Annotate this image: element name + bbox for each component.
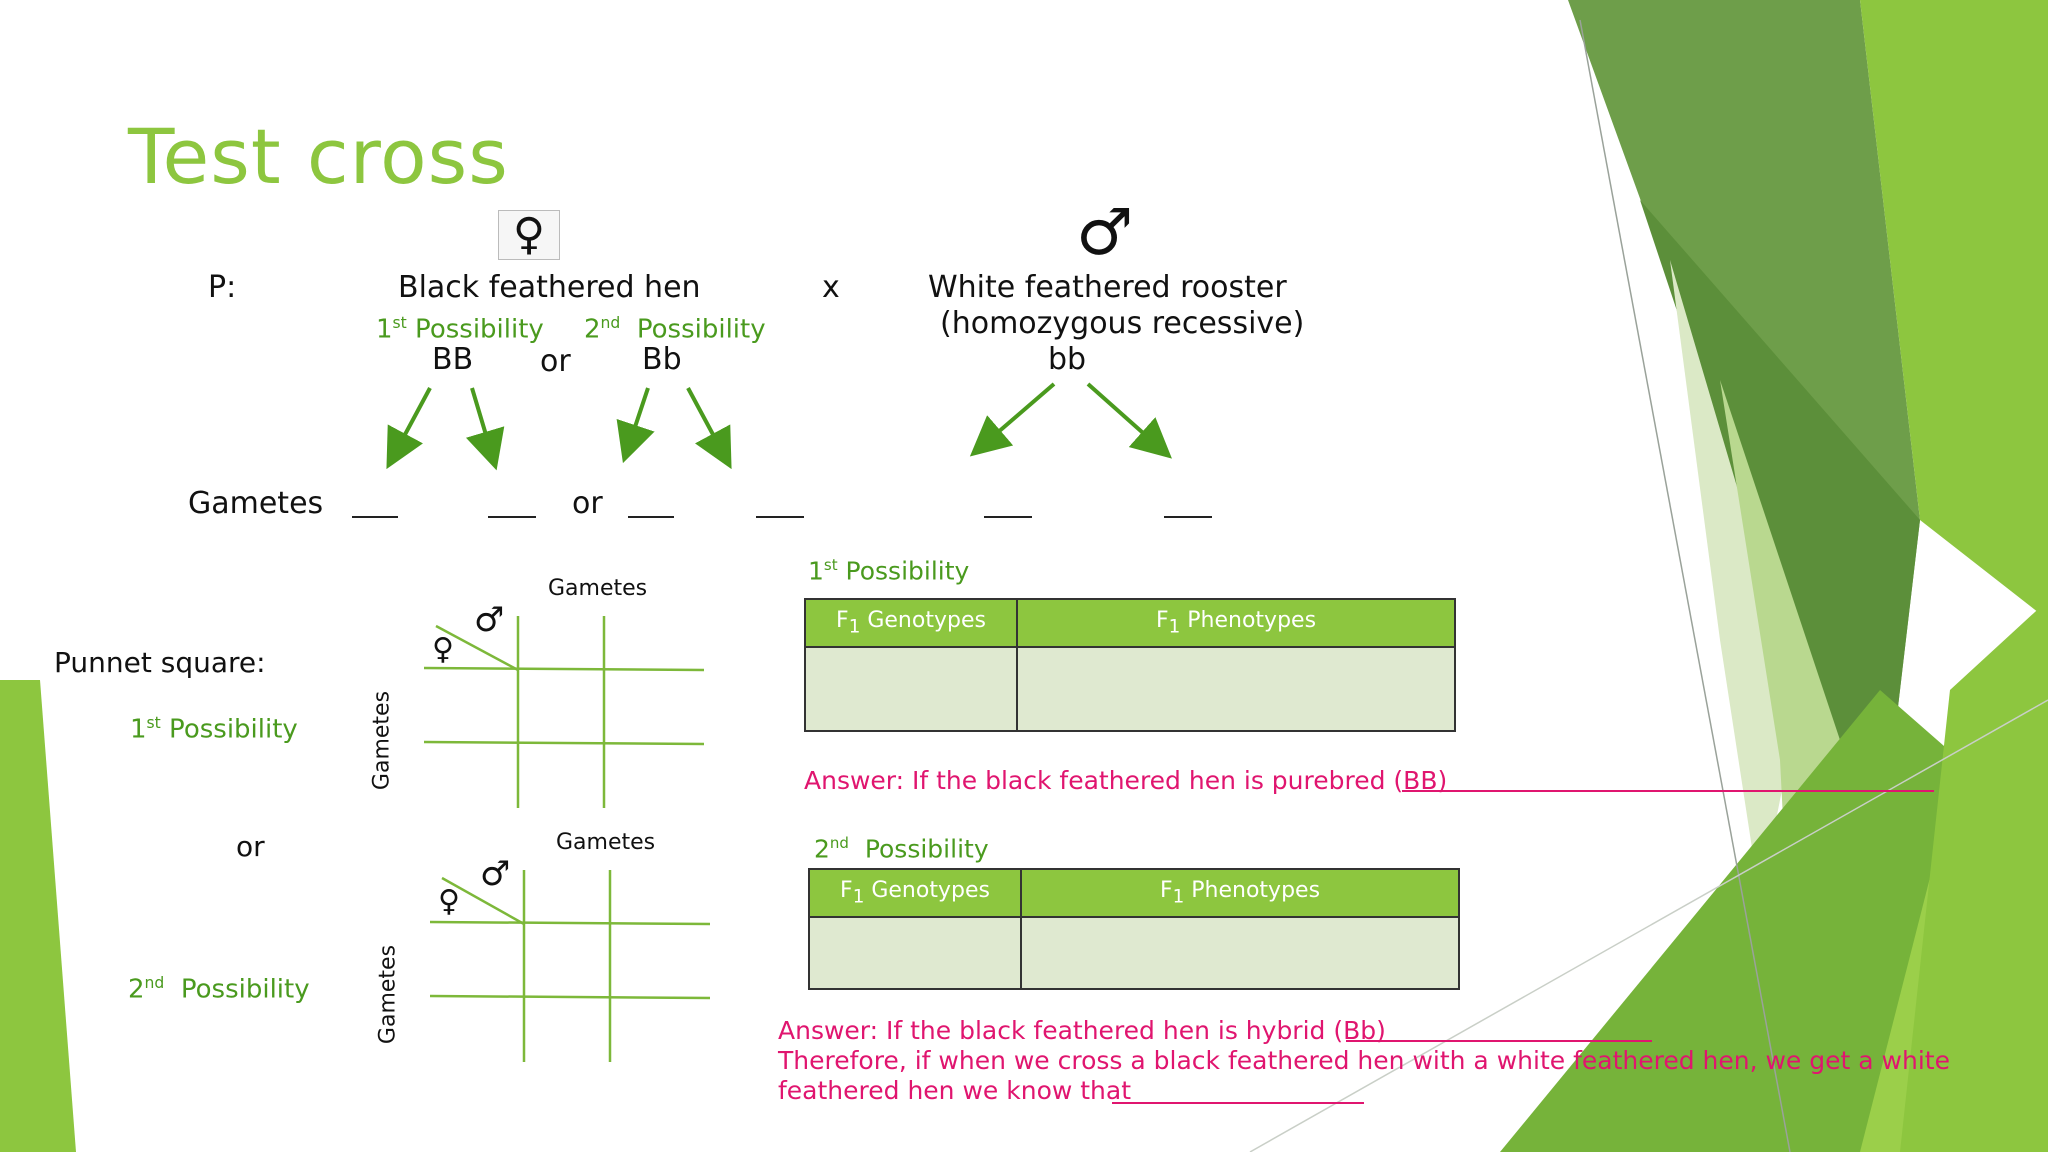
punnett-possibility-2: 2nd Possibility <box>128 974 310 1005</box>
table-2-phenotypes-header: F1 Phenotypes <box>1020 868 1460 918</box>
slide-title: Test cross <box>128 112 509 201</box>
table-2-genotypes-cell[interactable] <box>808 916 1022 990</box>
cross-symbol: x <box>822 270 840 305</box>
possibility-1-label: 1st Possibility <box>376 314 544 345</box>
conclusion-line-1: Therefore, if when we cross a black feat… <box>778 1046 1950 1075</box>
punnett-1-female-icon: ♀ <box>432 632 454 667</box>
conclusion-line-2: feathered hen we know that <box>778 1076 1132 1105</box>
punnett-2-female-icon: ♀ <box>438 884 460 919</box>
answer-2: Answer: If the black feathered hen is hy… <box>778 1016 1386 1045</box>
genotype-hybrid: Bb <box>642 342 682 377</box>
female-parent: Black feathered hen <box>398 270 701 305</box>
f1-table-1: F1 Genotypes F1 Phenotypes <box>804 598 1456 732</box>
gamete-blank[interactable] <box>756 516 804 518</box>
answer-1-blank[interactable] <box>1402 790 1934 792</box>
male-parent: White feathered rooster <box>928 270 1287 305</box>
arrow-down-left-icon <box>616 387 655 464</box>
gametes-or: or <box>572 486 603 521</box>
conclusion-blank[interactable] <box>1112 1102 1364 1104</box>
table-2-genotypes-header: F1 Genotypes <box>808 868 1022 918</box>
punnett-2-male-icon: ♂ <box>480 854 511 894</box>
gamete-blank[interactable] <box>984 516 1032 518</box>
table-1-phenotypes-cell[interactable] <box>1016 646 1456 732</box>
gamete-blank[interactable] <box>352 516 398 518</box>
genotype-or: or <box>540 344 571 379</box>
punnett-1-male-icon: ♂ <box>474 600 505 640</box>
answer-1: Answer: If the black feathered hen is pu… <box>804 766 1448 795</box>
table-1-genotypes-header: F1 Genotypes <box>804 598 1018 648</box>
table-2-phenotypes-cell[interactable] <box>1020 916 1460 990</box>
f1-table-2: F1 Genotypes F1 Phenotypes <box>808 868 1460 990</box>
punnett-possibility-1: 1st Possibility <box>130 714 298 745</box>
male-note: (homozygous recessive) <box>940 306 1305 341</box>
table-1-genotypes-cell[interactable] <box>804 646 1018 732</box>
p-label: P: <box>208 270 237 305</box>
arrow-down-left-icon <box>969 382 1056 457</box>
table-1-phenotypes-header: F1 Phenotypes <box>1016 598 1456 648</box>
punnett-2-gametes-side: Gametes <box>375 944 401 1045</box>
punnett-1-gametes-top: Gametes <box>548 576 648 601</box>
table-1-heading: 1st Possibility <box>808 556 970 586</box>
answer-2-blank[interactable] <box>1346 1040 1652 1042</box>
punnett-2-gametes-top: Gametes <box>556 830 656 855</box>
punnett-label: Punnet square: <box>54 646 266 679</box>
male-symbol-icon: ♂ <box>1076 196 1134 270</box>
gamete-blank[interactable] <box>488 516 536 518</box>
gamete-blank[interactable] <box>628 516 674 518</box>
arrow-down-right-icon <box>1086 382 1172 459</box>
table-2-heading: 2nd Possibility <box>814 834 989 864</box>
arrow-down-right-icon <box>465 387 505 471</box>
gametes-label: Gametes <box>188 486 324 521</box>
genotype-male: bb <box>1048 342 1087 377</box>
punnett-1-gametes-side: Gametes <box>369 690 395 791</box>
female-symbol-icon: ♀ <box>498 210 560 260</box>
possibility-2-label: 2nd Possibility <box>584 314 766 345</box>
punnett-square-1 <box>423 616 705 808</box>
gamete-blank[interactable] <box>1164 516 1212 518</box>
genotype-bb-dominant: BB <box>432 342 474 377</box>
arrow-down-right-icon <box>686 387 732 470</box>
punnett-or: or <box>236 830 265 863</box>
punnett-square-2 <box>429 870 711 1062</box>
arrow-down-left-icon <box>386 387 432 470</box>
